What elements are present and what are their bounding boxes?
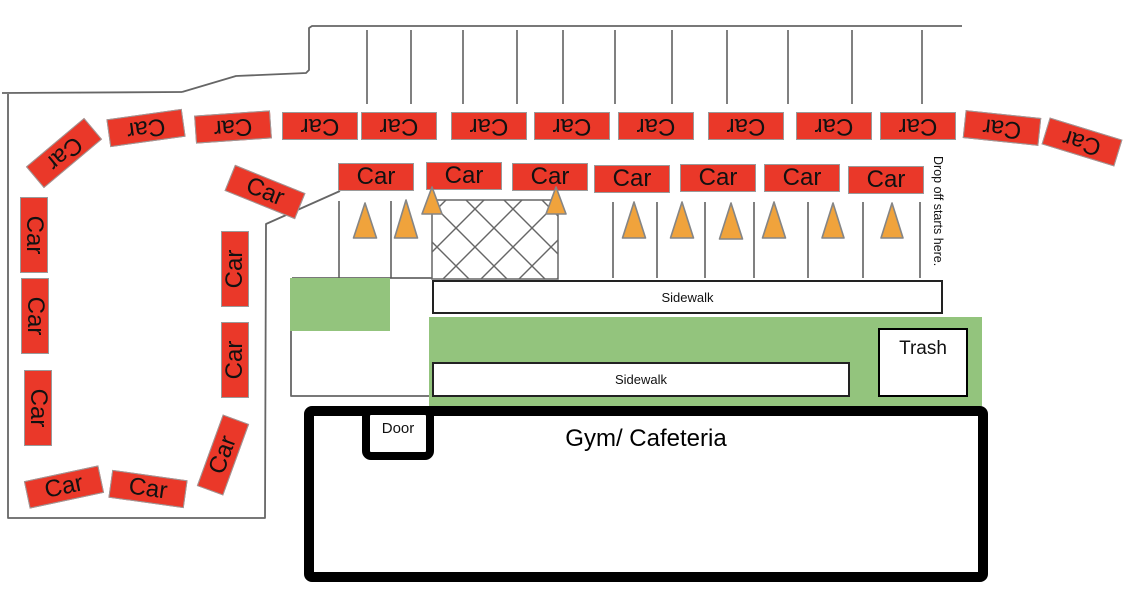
sidewalk-lower-label: Sidewalk [614, 372, 668, 387]
car-top-row: Car [880, 112, 956, 140]
car-label: Car [636, 113, 676, 140]
sidewalk-upper: Sidewalk [432, 280, 943, 314]
car-top-row: Car [361, 112, 437, 140]
car-label: Car [221, 249, 248, 289]
car-drop-off-row: Car [764, 164, 840, 192]
car-label: Car [898, 113, 938, 140]
car-label: Car [782, 164, 822, 191]
door: Door [362, 407, 434, 460]
car-label: Car [530, 163, 570, 190]
car-top-row: Car [1041, 117, 1123, 167]
car-label: Car [125, 112, 168, 145]
car-top-row: Car [282, 112, 358, 140]
car-label: Car [242, 171, 289, 212]
car-label: Car [221, 340, 248, 380]
door-label: Door [381, 420, 415, 437]
car-label: Car [42, 469, 86, 504]
car-drop-off-row: Car [594, 165, 670, 193]
car-drop-off-row: Car [426, 162, 502, 190]
car-label: Car [203, 432, 242, 478]
car-label: Car [40, 130, 88, 177]
car-label: Car [212, 112, 254, 143]
trash-area: Trash [878, 328, 968, 397]
car-drop-off-row: Car [848, 166, 924, 194]
car-label: Car [25, 388, 52, 428]
car-top-row: Car [106, 108, 186, 148]
car-top-row: Car [618, 112, 694, 140]
sidewalk-upper-label: Sidewalk [661, 289, 714, 305]
car-left-loop: Car [108, 469, 188, 509]
car-left-loop: Car [23, 465, 105, 509]
car-label: Car [1059, 123, 1105, 162]
car-label: Car [22, 296, 49, 336]
car-label: Car [356, 163, 396, 190]
car-top-row: Car [962, 110, 1042, 146]
trash-label: Trash [899, 338, 947, 359]
car-label: Car [469, 113, 509, 140]
car-left-loop: Car [221, 322, 249, 398]
car-label: Car [726, 113, 766, 140]
car-label: Car [866, 166, 906, 193]
car-top-row: Car [534, 112, 610, 140]
car-label: Car [981, 113, 1023, 144]
car-drop-off-row: Car [224, 164, 306, 220]
car-top-row: Car [25, 117, 103, 189]
car-label: Car [127, 472, 170, 505]
car-left-loop: Car [24, 370, 52, 446]
car-label: Car [21, 215, 48, 255]
car-label: Car [444, 162, 484, 189]
car-label: Car [379, 113, 419, 140]
car-left-loop: Car [21, 278, 49, 354]
car-top-row: Car [194, 110, 272, 144]
car-top-row: Car [708, 112, 784, 140]
car-left-loop: Car [20, 197, 48, 273]
car-label: Car [698, 164, 738, 191]
sidewalk-lower: Sidewalk [432, 362, 850, 397]
car-top-row: Car [796, 112, 872, 140]
car-top-row: Car [451, 112, 527, 140]
car-drop-off-row: Car [512, 163, 588, 191]
car-label: Car [300, 113, 340, 140]
car-left-loop: Car [196, 414, 250, 496]
car-drop-off-row: Car [338, 163, 414, 191]
gym-cafeteria-label: Gym/ Cafeteria [565, 425, 727, 452]
car-drop-off-row: Car [680, 164, 756, 192]
car-left-loop: Car [221, 231, 249, 307]
car-label: Car [612, 165, 652, 192]
car-label: Car [814, 113, 854, 140]
car-label: Car [552, 113, 592, 140]
